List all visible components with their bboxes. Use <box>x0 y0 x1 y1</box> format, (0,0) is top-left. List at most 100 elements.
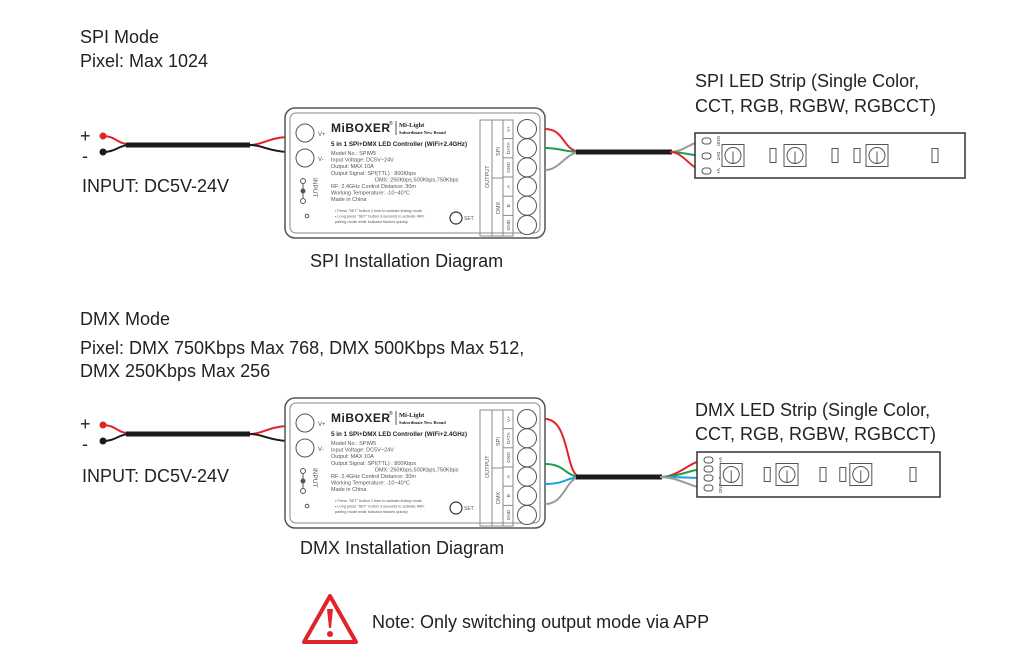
output-terminal-label: DATA <box>506 431 512 444</box>
spec-line: Model No.: SPIW5 <box>331 441 376 447</box>
dmx-input-label: INPUT: DC5V-24V <box>82 466 229 486</box>
sub-brand-tagline: Subordinate New Brand <box>399 130 446 135</box>
spi-mode-title: SPI Mode <box>80 27 159 47</box>
dc-polarity-icon <box>300 468 306 474</box>
input-red-wire <box>249 425 288 435</box>
input-terminal-screw <box>295 413 315 433</box>
input-terminal-label: V- <box>318 447 324 453</box>
sub-brand: Mi-Light <box>399 122 425 129</box>
input-terminal-screw <box>295 148 315 168</box>
dc-polarity-icon <box>300 478 306 484</box>
spi-input-minus: - <box>82 146 88 166</box>
input-red-wire <box>102 135 129 145</box>
spec-line: DMX: 250Kbps,500Kbps,750Kbps <box>375 467 459 473</box>
output-terminal-screw <box>517 215 537 235</box>
spec-line: Model No.: SPIW5 <box>331 151 376 157</box>
indicator-led <box>304 213 310 219</box>
output-terminal-label: GND <box>506 219 512 230</box>
controller-panel <box>289 402 541 524</box>
resistor <box>931 148 939 163</box>
output-terminal-screw <box>517 447 537 468</box>
spi-gnd-wire <box>544 151 581 171</box>
input-label: INPUT <box>311 468 318 488</box>
output-terminal-label: GND <box>506 452 512 463</box>
solder-pad <box>703 484 714 492</box>
input-terminal-screw <box>295 438 315 458</box>
solder-pad <box>703 474 714 482</box>
input-terminal-label: V+ <box>318 422 326 428</box>
resistor <box>763 467 771 482</box>
brand-registered: ® <box>389 120 393 127</box>
output-terminal-screw <box>517 428 537 449</box>
dc-polarity-icon <box>300 178 306 184</box>
spec-line: Output: MAX 10A <box>331 454 374 460</box>
input-black-wire <box>102 144 129 153</box>
set-button[interactable] <box>449 501 463 515</box>
output-label: OUTPUT <box>485 455 491 478</box>
spi-led-strip: GND DAT V+ <box>694 132 966 179</box>
output-terminal-screw <box>517 138 537 159</box>
dmx-input-minus: - <box>82 434 88 454</box>
spec-line: Working Temperature: -10~40°C <box>331 191 410 197</box>
spi-group-label: SPI <box>496 147 502 156</box>
dmx-pixel-info-1: Pixel: DMX 750Kbps Max 768, DMX 500Kbps … <box>80 338 524 358</box>
spec-line: Output Signal: SPI(TTL) : 800Kbps <box>331 171 416 177</box>
dmx-strip-title-1: DMX LED Strip (Single Color, <box>695 400 930 420</box>
solder-pad <box>703 456 714 464</box>
spec-line: Made in China <box>331 197 367 203</box>
brand-logo: MiBOXER <box>331 121 391 135</box>
input-label: INPUT <box>311 178 318 198</box>
resistor <box>853 148 861 163</box>
dmx-group-label: DMX <box>496 201 502 214</box>
input-terminal-label: V+ <box>318 132 326 138</box>
set-button[interactable] <box>449 211 463 225</box>
set-label: SET <box>464 216 474 222</box>
instruction-note: • Long press "SET" button 3 seconds to a… <box>335 505 424 509</box>
indicator-led <box>304 503 310 509</box>
solder-pad <box>701 137 712 145</box>
spec-line: RF: 2.4GHz Control Distance: 30m <box>331 474 416 480</box>
output-terminal-label: V+ <box>506 416 512 422</box>
output-terminal-label: A <box>506 474 512 478</box>
pad-label: V+ <box>716 168 721 174</box>
output-terminal-screw <box>517 176 537 197</box>
input-terminal-screw <box>295 123 315 143</box>
spi-group-label: SPI <box>496 437 502 446</box>
instruction-note: • Press "SET" button 1 time to activate … <box>335 209 422 213</box>
output-terminal-label: DATA <box>506 141 512 154</box>
product-title: 5 in 1 SPI+DMX LED Controller (WiFi+2.4G… <box>331 141 467 148</box>
pad-label: GND <box>718 483 723 494</box>
instruction-note: pairing mode while indicator flashes qui… <box>335 220 408 224</box>
set-label: SET <box>464 506 474 512</box>
pad-label: GND <box>716 136 721 147</box>
dmx-input-plus: + <box>80 414 91 434</box>
resistor <box>909 467 917 482</box>
spec-line: Made in China <box>331 487 367 493</box>
output-terminal-screw <box>517 505 537 525</box>
dc-polarity-icon <box>300 188 306 194</box>
spec-line: Input Voltage: DC5V~24V <box>331 158 394 164</box>
output-terminal-label: V+ <box>506 126 512 132</box>
solder-pad <box>701 152 712 160</box>
output-terminal-label: GND <box>506 509 512 520</box>
resistor <box>839 467 847 482</box>
pad-label: DAT <box>716 152 721 161</box>
output-terminal-screw <box>517 119 537 139</box>
output-terminal-screw <box>517 409 537 429</box>
spec-line: Output Signal: SPI(TTL) : 800Kbps <box>331 461 416 467</box>
spi-strip-title-1: SPI LED Strip (Single Color, <box>695 71 919 91</box>
warning-triangle-icon <box>302 594 358 644</box>
input-terminal-label: V- <box>318 157 324 163</box>
solder-pad <box>703 465 714 473</box>
output-terminal-screw <box>517 157 537 178</box>
dmx-caption: DMX Installation Diagram <box>300 538 504 558</box>
spi-caption: SPI Installation Diagram <box>310 251 503 271</box>
resistor <box>819 467 827 482</box>
output-terminal-label: GND <box>506 162 512 173</box>
input-red-wire <box>102 424 129 434</box>
input-red-wire <box>249 136 288 146</box>
spi-pixel-info: Pixel: Max 1024 <box>80 51 208 71</box>
input-black-wire <box>249 144 288 153</box>
